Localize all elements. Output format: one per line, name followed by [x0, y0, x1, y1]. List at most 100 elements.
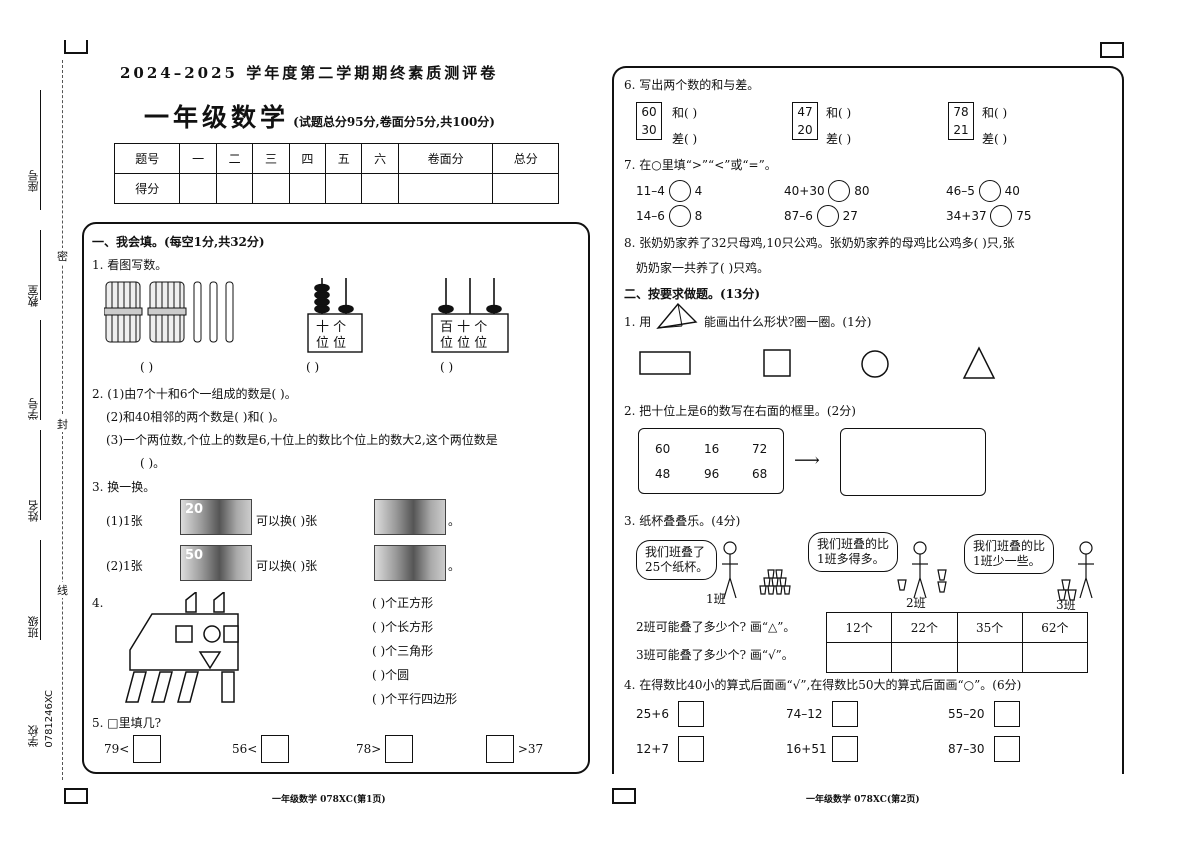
- answer-box[interactable]: [133, 735, 162, 763]
- q4-circle-count[interactable]: ( )个圆: [372, 668, 410, 682]
- compare-circle[interactable]: [668, 180, 691, 202]
- score-input-cell[interactable]: [325, 173, 363, 204]
- q7-item-5: 87–6 27: [784, 205, 858, 227]
- corner-mark-bottom-left: [64, 788, 88, 804]
- q5-label: 5. □里填几?: [92, 716, 162, 730]
- q5-item-2: 56<: [232, 735, 290, 763]
- score-table-score-row: 得分: [113, 173, 559, 204]
- q6-pair-2: 47 20: [792, 102, 818, 140]
- q3-row2-prefix: (2)1张: [106, 559, 143, 573]
- q6-label: 6. 写出两个数的和与差。: [624, 78, 760, 92]
- q7-item-4-right: 8: [694, 209, 703, 223]
- q4-triangle-count[interactable]: ( )个三角形: [372, 644, 434, 658]
- answer-box[interactable]: [261, 735, 290, 763]
- number-16: 16: [704, 442, 720, 456]
- arrow-right-icon: ⟶: [794, 450, 820, 471]
- q4-square-count[interactable]: ( )个正方形: [372, 596, 434, 610]
- q1-blank-1[interactable]: ( ): [140, 360, 154, 374]
- score-input-cell[interactable]: [361, 173, 399, 204]
- compare-circle[interactable]: [978, 180, 1001, 202]
- q2-line-2: (2)和40相邻的两个数是( )和( )。: [106, 410, 285, 424]
- q7-item-4: 14–6 8: [636, 205, 702, 227]
- score-input-cell[interactable]: [397, 173, 494, 204]
- pyramid-icon: [656, 302, 698, 329]
- answer-box[interactable]: [993, 701, 1020, 727]
- number-48: 48: [655, 467, 671, 481]
- q5-item-3: 78>: [356, 735, 414, 763]
- q6-pair-1: 60 30: [636, 102, 662, 140]
- q1-blank-2[interactable]: ( ): [306, 360, 320, 374]
- option-22: 22个: [891, 612, 958, 643]
- compare-circle[interactable]: [668, 205, 691, 227]
- compare-circle[interactable]: [828, 180, 851, 202]
- q8-line-1: 8. 张奶奶家养了32只母鸡,10只公鸡。张奶奶家养的母鸡比公鸡多( )只,张: [624, 236, 1015, 250]
- q3-row2-suffix: 。: [448, 559, 461, 573]
- answer-row: [825, 642, 1089, 673]
- q6-sum-2[interactable]: 和( ): [826, 106, 852, 120]
- answer-box[interactable]: [677, 701, 704, 727]
- number-source-box: [638, 428, 784, 494]
- score-note: (试题总分95分,卷面分5分,共100分): [293, 115, 495, 129]
- score-input-cell[interactable]: [492, 173, 559, 204]
- q6-sum-1[interactable]: 和( ): [672, 106, 698, 120]
- abacus1-bottom-label: 位 位: [316, 336, 347, 351]
- compare-circle[interactable]: [816, 205, 839, 227]
- score-table: 题号 一 二 三 四 五 六 卷面分 总分 得分: [113, 143, 559, 204]
- q4-label: 4.: [92, 596, 104, 610]
- q4-parallelogram-count[interactable]: ( )个平行四边形: [372, 692, 458, 706]
- subject-heading: 一年级数学 (试题总分95分,卷面分5分,共100分): [144, 98, 495, 134]
- score-input-cell[interactable]: [215, 173, 254, 204]
- q5-item-1: 79<: [104, 735, 162, 763]
- q4-rectangle-count[interactable]: ( )个长方形: [372, 620, 434, 634]
- ask-class-3: 3班可能叠了多少个? 画“√”。: [636, 648, 794, 662]
- q6-pair-3-a: 78: [953, 105, 969, 119]
- answer-box[interactable]: [677, 736, 704, 762]
- answer-box[interactable]: [831, 701, 858, 727]
- q2-line-1: 2. (1)由7个十和6个一组成的数是( )。: [92, 387, 297, 401]
- number-72: 72: [752, 442, 768, 456]
- school-label: 学校: [27, 725, 40, 747]
- q5-item-1-pre: 79<: [104, 742, 130, 756]
- q3-row1-suffix: 。: [448, 514, 461, 528]
- answer-box[interactable]: [486, 735, 514, 763]
- seal-mark-xian: 线: [57, 582, 68, 598]
- section-1-panel: [82, 222, 590, 774]
- mark-cell[interactable]: [956, 642, 1023, 673]
- option-35: 35个: [956, 612, 1023, 643]
- number-68: 68: [752, 467, 768, 481]
- class-3-label: 3班: [1056, 598, 1076, 612]
- number-60: 60: [655, 442, 671, 456]
- corner-mark-top-right: [1100, 42, 1124, 58]
- ask-class-2: 2班可能叠了多少个? 画“△”。: [636, 620, 796, 634]
- q1-blank-3[interactable]: ( ): [440, 360, 454, 374]
- options-row: 12个 22个 35个 62个: [825, 612, 1089, 643]
- score-input-cell[interactable]: [252, 173, 290, 204]
- mark-cell[interactable]: [1021, 642, 1089, 673]
- answer-box[interactable]: [831, 736, 858, 762]
- expr-3: 55–20: [948, 701, 1020, 727]
- score-input-cell[interactable]: [179, 173, 217, 204]
- expr-6-text: 87–30: [948, 742, 985, 756]
- q7-item-6-left: 34+37: [946, 209, 987, 223]
- mark-cell[interactable]: [825, 642, 893, 673]
- answer-box[interactable]: [993, 736, 1020, 762]
- robot-shapes-figure: [125, 592, 239, 703]
- s2-q4-text: 4. 在得数比40小的算式后面画“√”,在得数比50大的算式后面画“○”。(6分…: [624, 678, 1022, 692]
- compare-circle[interactable]: [990, 205, 1013, 227]
- mark-cell[interactable]: [891, 642, 958, 673]
- q7-item-3-right: 40: [1004, 184, 1020, 198]
- q7-item-3: 46–5 40: [946, 180, 1020, 202]
- q6-diff-1[interactable]: 差( ): [672, 132, 698, 146]
- score-input-cell[interactable]: [288, 173, 327, 204]
- banknote-50-image: 50: [180, 545, 252, 581]
- q6-diff-2[interactable]: 差( ): [826, 132, 852, 146]
- q3-row1-prefix: (1)1张: [106, 514, 143, 528]
- class-1-label: 1班: [706, 592, 726, 606]
- q6-sum-3[interactable]: 和( ): [982, 106, 1008, 120]
- q7-item-5-left: 87–6: [784, 209, 813, 223]
- q6-diff-3[interactable]: 差( ): [982, 132, 1008, 146]
- abacus-figure-hundreds: [431, 278, 509, 353]
- speech-bubble-class-1: 我们班叠了 25个纸杯。: [636, 540, 718, 580]
- answer-box[interactable]: [385, 735, 414, 763]
- answer-target-box[interactable]: [840, 428, 986, 496]
